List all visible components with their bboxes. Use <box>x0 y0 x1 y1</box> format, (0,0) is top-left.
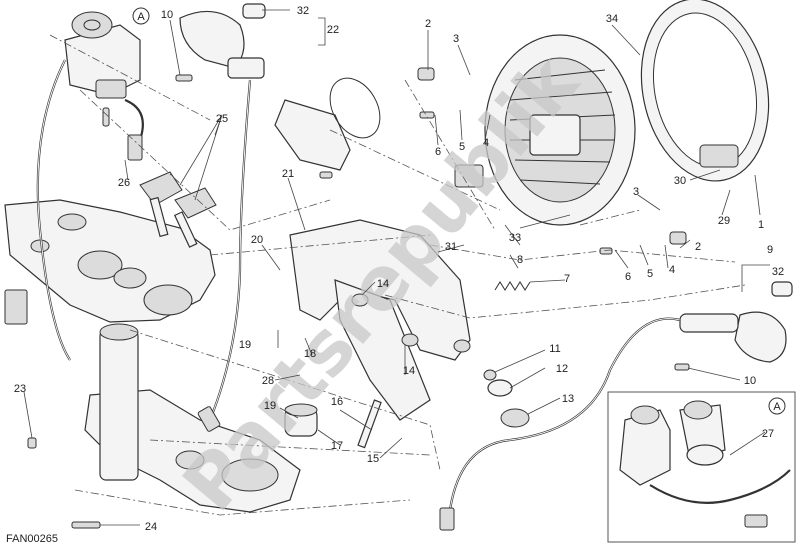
callout-10-upper: 10 <box>161 9 173 21</box>
callout-17: 17 <box>331 440 343 452</box>
callout-labels: 1 2 2 3 3 4 4 5 5 6 6 7 8 9 10 10 11 12 … <box>14 5 784 533</box>
callout-26: 26 <box>118 177 130 189</box>
callout-5-upper: 5 <box>459 141 465 153</box>
callout-8: 8 <box>517 254 523 266</box>
callout-16: 16 <box>331 396 343 408</box>
spring-7 <box>494 281 531 291</box>
callout-6-upper: 6 <box>435 146 441 158</box>
bolt-16 <box>357 399 382 449</box>
svg-text:A: A <box>137 11 145 23</box>
detail-marker-a: A <box>132 7 150 25</box>
mounting-plate <box>274 77 381 171</box>
callout-11: 11 <box>549 343 560 355</box>
inset-marker-a: A <box>768 397 786 415</box>
callout-33: 33 <box>509 232 521 244</box>
wiring-harness <box>4 59 681 531</box>
headlight-rim <box>640 0 770 182</box>
detail-inset-a <box>607 391 796 543</box>
callout-22: 22 <box>327 24 339 36</box>
callout-27: 27 <box>762 428 774 440</box>
callout-3-upper: 3 <box>453 33 459 45</box>
callout-31: 31 <box>445 241 457 253</box>
callout-34: 34 <box>606 13 618 25</box>
bottom-yoke <box>84 323 301 513</box>
front-turn-signal-right <box>679 281 793 363</box>
callout-30: 30 <box>674 175 686 187</box>
headlight-housing <box>454 34 636 226</box>
ignition-switch <box>64 11 141 99</box>
callout-14-upper: 14 <box>377 278 389 290</box>
callout-32-lower: 32 <box>772 266 784 278</box>
callout-19-upper: 19 <box>239 339 251 351</box>
diagram-code: FAN00265 <box>6 533 58 545</box>
callout-3-lower: 3 <box>633 186 639 198</box>
callout-24: 24 <box>145 521 157 533</box>
callout-4-upper: 4 <box>483 137 489 149</box>
callout-1: 1 <box>758 219 764 231</box>
callout-28: 28 <box>262 375 274 387</box>
svg-text:A: A <box>773 401 781 413</box>
callout-19-lower: 19 <box>264 400 276 412</box>
headlight-bracket <box>289 219 471 421</box>
callout-leaders <box>23 9 770 526</box>
callout-21: 21 <box>282 168 294 180</box>
callout-6-lower: 6 <box>625 271 631 283</box>
callout-7: 7 <box>564 273 570 285</box>
callout-12: 12 <box>556 363 568 375</box>
fasteners <box>27 67 690 529</box>
callout-2-upper: 2 <box>425 18 431 30</box>
callout-14-lower: 14 <box>403 365 415 377</box>
callout-20: 20 <box>251 234 263 246</box>
callout-29: 29 <box>718 215 730 227</box>
callout-13: 13 <box>562 393 574 405</box>
callout-9: 9 <box>767 244 773 256</box>
callout-10-lower: 10 <box>744 375 756 387</box>
callout-2-lower: 2 <box>695 241 701 253</box>
callout-23: 23 <box>14 383 26 395</box>
callout-4-lower: 4 <box>669 264 675 276</box>
callout-18: 18 <box>304 348 316 360</box>
callout-25: 25 <box>216 113 228 125</box>
callout-32-upper: 32 <box>297 5 309 17</box>
grommet-set <box>483 369 530 428</box>
callout-15: 15 <box>367 453 379 465</box>
ignition-keys <box>139 171 217 248</box>
callout-5-lower: 5 <box>647 268 653 280</box>
assembly-leaders <box>49 34 746 516</box>
front-turn-signal-upper <box>179 3 266 79</box>
